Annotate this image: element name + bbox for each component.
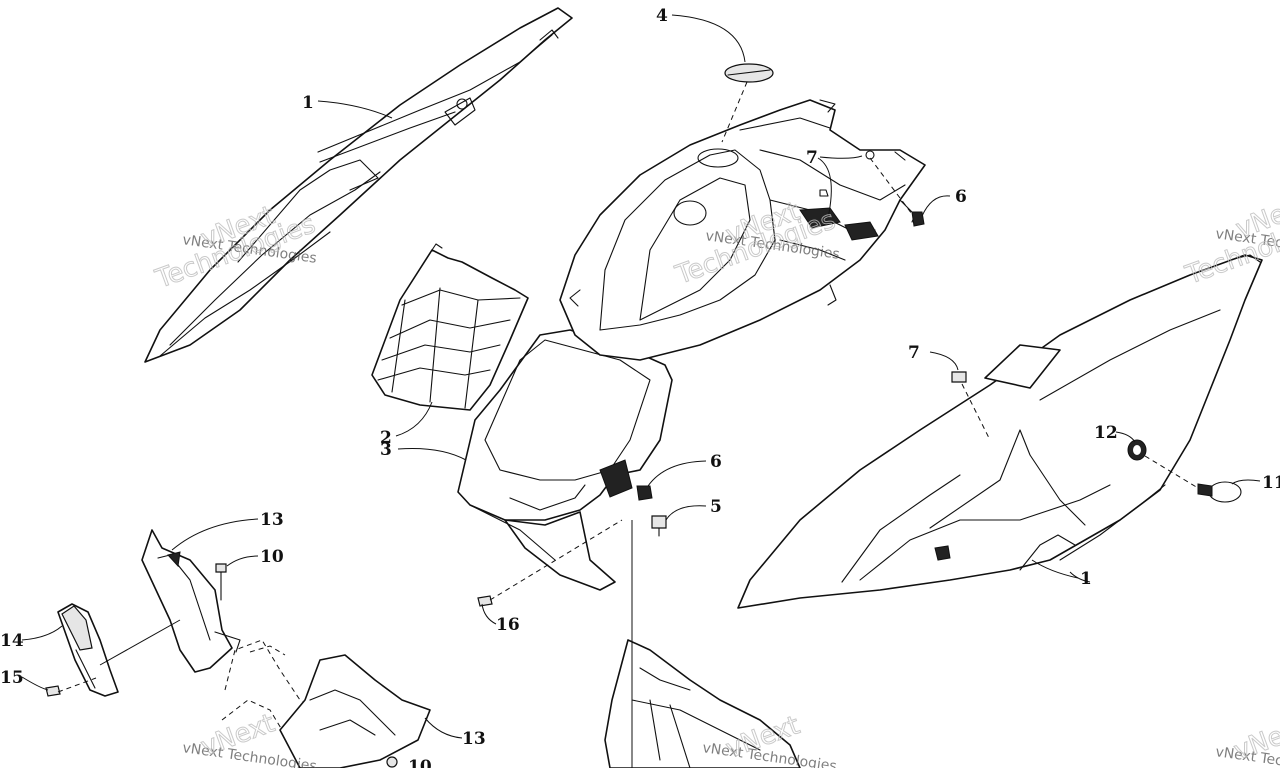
- callout-label: 15: [0, 668, 24, 688]
- callout-label: 6: [710, 452, 722, 472]
- grommet: [1127, 439, 1147, 461]
- side-panel-right: [737, 254, 1263, 609]
- screw-5: [651, 515, 667, 537]
- quick-pin: [1197, 481, 1242, 503]
- callout-label: 10: [260, 547, 284, 567]
- side-pod-14: [57, 603, 119, 697]
- callout-label: 5: [710, 497, 722, 517]
- callout-label: 1: [302, 93, 314, 113]
- callout-label: 11: [1262, 473, 1280, 493]
- callout-label: 2: [380, 428, 392, 448]
- clip-upper: [911, 211, 925, 227]
- push-pins-upper: [819, 150, 875, 197]
- vent-grille: [371, 243, 529, 411]
- screw-10-lower: [386, 756, 398, 768]
- callout-label: 7: [806, 148, 818, 168]
- bracket-lower: [604, 639, 801, 768]
- callout-label: 1: [1080, 569, 1092, 589]
- push-pin-right: [951, 371, 967, 383]
- side-pod-13a: [141, 529, 241, 673]
- watermark-small: vNext Technologies: [1214, 744, 1280, 768]
- leader-lines: [21, 14, 1261, 739]
- frame-outline-lower: [221, 639, 341, 761]
- screw-15: [45, 685, 61, 697]
- hood-frame: [559, 99, 926, 361]
- side-panel-left: [144, 7, 573, 363]
- callout-label: 12: [1094, 423, 1118, 443]
- side-pod-13b: [279, 654, 431, 768]
- callout-label: 6: [955, 187, 967, 207]
- assembly-lines: [57, 519, 633, 768]
- callout-label: 14: [0, 631, 24, 651]
- callout-label: 10: [408, 757, 432, 768]
- callout-label: 16: [496, 615, 520, 635]
- callout-label: 3: [380, 440, 392, 460]
- callout-label: 13: [260, 510, 284, 530]
- callouts: 1 2 3 4 6 7 7 6 5 12 11 1 13 10 14 15 16…: [0, 6, 1280, 768]
- callout-label: 13: [462, 729, 486, 749]
- screw-10: [215, 563, 227, 601]
- callout-label: 7: [908, 343, 920, 363]
- nose-cowl: [457, 329, 673, 591]
- callout-label: 4: [656, 6, 668, 26]
- clip-lower: [636, 485, 653, 501]
- cap-part: [724, 63, 774, 83]
- bolt-16: [477, 595, 493, 607]
